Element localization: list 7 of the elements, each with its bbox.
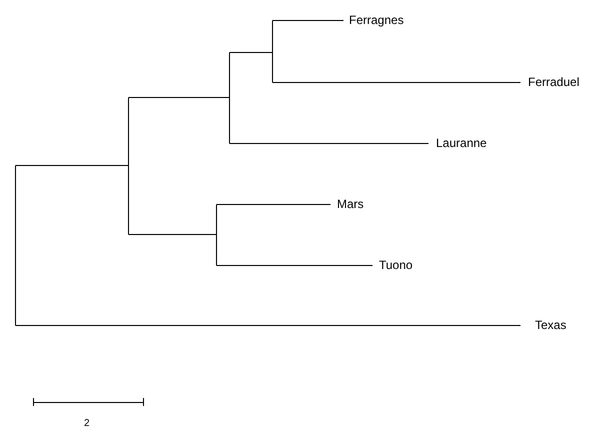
leaf-label: Ferraduel bbox=[528, 75, 580, 89]
scale-label: 2 bbox=[84, 417, 90, 428]
leaf-label: Ferragnes bbox=[349, 13, 404, 27]
leaf-label: Mars bbox=[337, 197, 364, 211]
leaf-label: Tuono bbox=[379, 258, 413, 272]
leaf-label: Lauranne bbox=[436, 136, 487, 150]
leaf-label: Texas bbox=[535, 318, 566, 332]
